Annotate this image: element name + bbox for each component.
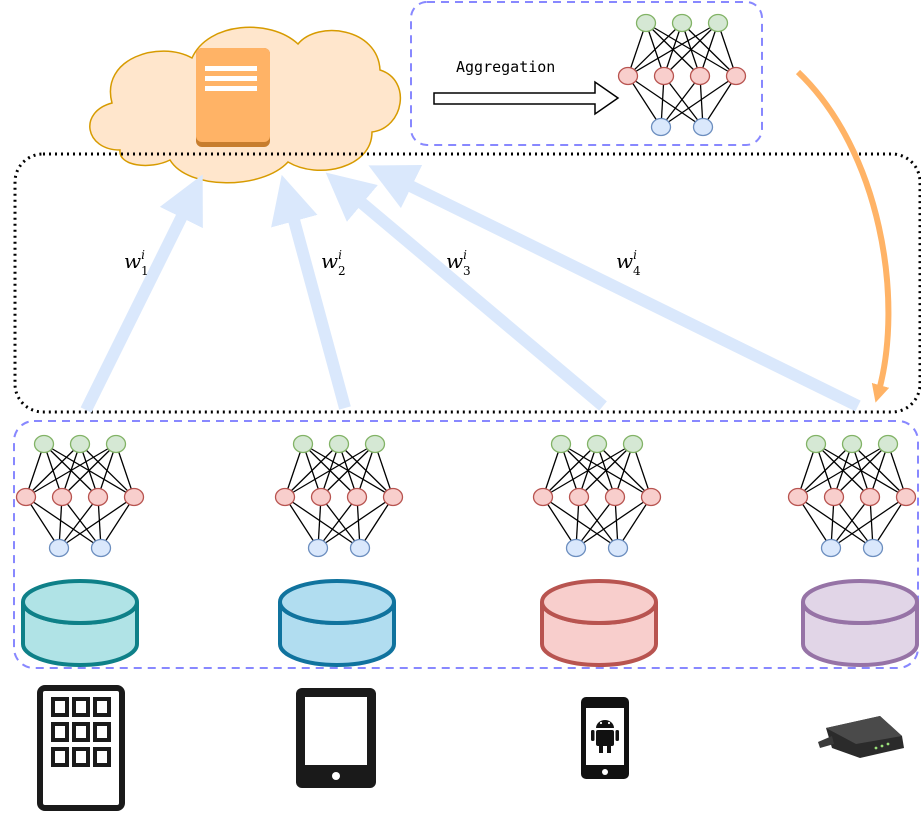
router-icon (818, 716, 904, 758)
nn-node (671, 13, 693, 33)
upload-arrow-2 (271, 174, 351, 410)
database-4 (801, 579, 919, 667)
nn-node (123, 487, 145, 507)
client-nn-3 (532, 434, 662, 558)
database-1 (21, 579, 139, 667)
nn-node (707, 13, 729, 33)
nn-node (48, 538, 70, 558)
nn-node (15, 487, 37, 507)
aggregation-box (410, 1, 763, 146)
client-nn-2 (274, 434, 404, 558)
nn-node (307, 538, 329, 558)
database-3 (540, 579, 658, 667)
aggregation-arrow (433, 80, 620, 116)
nn-node (568, 487, 590, 507)
clients-box (13, 420, 919, 669)
nn-node (532, 487, 554, 507)
nn-node (382, 487, 404, 507)
nn-node (640, 487, 662, 507)
nn-node (349, 538, 371, 558)
database-2 (278, 579, 396, 667)
client-nn-4 (787, 434, 917, 558)
nn-node (364, 434, 386, 454)
nn-node (604, 487, 626, 507)
nn-node (859, 487, 881, 507)
nn-node (90, 538, 112, 558)
nn-node (310, 487, 332, 507)
nn-node (69, 434, 91, 454)
building-icon (37, 685, 125, 811)
client-databases (21, 579, 919, 667)
global-nn (617, 13, 747, 137)
nn-node (346, 487, 368, 507)
global-model-network (617, 13, 747, 137)
nn-node (51, 487, 73, 507)
upload-arrow-1 (80, 174, 203, 413)
nn-node (823, 487, 845, 507)
nn-node (33, 434, 55, 454)
nn-node (274, 487, 296, 507)
nn-node (653, 66, 675, 86)
upload-arrows (80, 165, 861, 413)
nn-node (105, 434, 127, 454)
nn-node (787, 487, 809, 507)
aggregation-label: Aggregation (456, 58, 555, 76)
nn-node (328, 434, 350, 454)
nn-node (689, 66, 711, 86)
return-arrow (795, 69, 892, 403)
nn-node (565, 538, 587, 558)
upload-arrow-3 (325, 172, 607, 411)
nn-node (692, 117, 714, 137)
client-nn-1 (15, 434, 145, 558)
nn-node (650, 117, 672, 137)
nn-node (877, 434, 899, 454)
nn-node (550, 434, 572, 454)
nn-node (617, 66, 639, 86)
android-phone-icon (581, 697, 629, 779)
nn-node (862, 538, 884, 558)
nn-node (895, 487, 917, 507)
client-networks (15, 434, 917, 558)
cloud-server (89, 26, 402, 184)
nn-node (607, 538, 629, 558)
server-icon (196, 48, 270, 147)
nn-node (635, 13, 657, 33)
nn-node (820, 538, 842, 558)
upload-arrow-4 (368, 165, 861, 412)
nn-node (622, 434, 644, 454)
nn-node (586, 434, 608, 454)
nn-node (841, 434, 863, 454)
nn-node (87, 487, 109, 507)
nn-node (805, 434, 827, 454)
nn-node (292, 434, 314, 454)
tablet-icon (296, 688, 376, 788)
nn-node (725, 66, 747, 86)
